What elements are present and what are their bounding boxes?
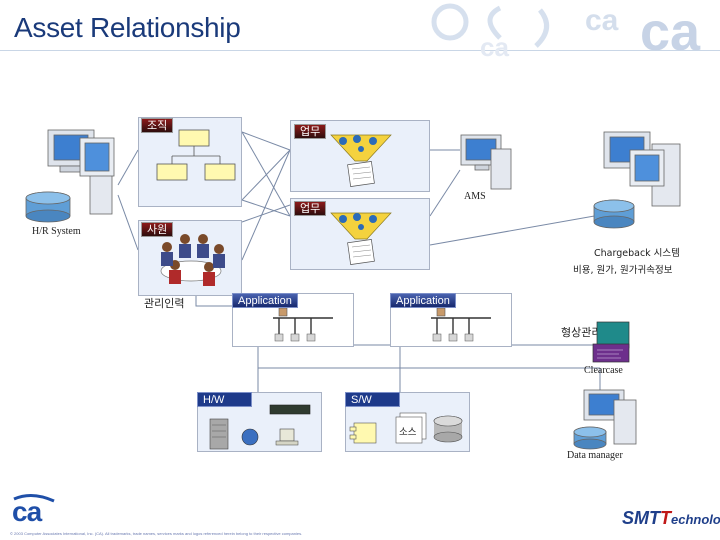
work-funnel-graphic [330,134,392,187]
org-tag: 조직 [141,118,174,133]
ca-logo-icon [13,494,55,503]
clearcase-monitor-icon [592,321,630,363]
source-label: 소스 [399,427,417,438]
smt-logo-t-mark: T [660,508,671,528]
smt-logo-suffix: echnology [671,512,720,527]
smt-logo: SMTTechnology [622,508,720,529]
hr-computer-icon [25,129,115,223]
work-funnel-graphic-2 [330,212,392,265]
watermark-graphic: ca ca ca [431,2,701,62]
chargeback-sub-label: 비용, 원가, 원가귀속정보 [573,265,673,276]
svg-text:ca: ca [640,2,701,62]
sw-tag: S/W [345,392,400,407]
svg-text:ca: ca [585,4,619,37]
footer-copyright: © 2003 Computer Associates International… [10,531,303,536]
software-graphic [349,412,463,444]
chargeback-label: Chargeback 시스템 [594,248,680,259]
ams-computer-icon [460,134,512,190]
data-manager-label: Data manager [567,450,623,461]
page-title: Asset Relationship [14,12,241,43]
title-divider [0,50,720,51]
clearcase-label: Clearcase [584,365,623,376]
mgmt-staff-label: 관리인력 [144,297,185,310]
ca-logo-text: ca [12,496,42,527]
org-chart-graphic [156,129,236,181]
hardware-graphic [209,404,311,450]
watermark-label: ca [690,2,699,11]
staff-people-graphic [160,234,225,286]
chargeback-computer-icon [593,131,681,229]
header-watermark: ca ca ca ca [390,0,720,62]
staff-box [138,220,242,296]
ams-label: AMS [464,191,486,202]
staff-tag: 사원 [141,222,174,237]
app-right-tag: Application [390,293,456,308]
org-box [138,117,242,207]
network-tree-graphic [273,307,333,342]
data-manager-computer-icon [573,389,637,450]
work-mid-tag: 업무 [294,201,327,216]
work-top-tag: 업무 [294,124,327,139]
svg-text:ca: ca [480,32,509,62]
app-left-tag: Application [232,293,298,308]
config-mgmt-label: 형상관리 [561,326,602,339]
network-tree-graphic-2 [431,307,491,342]
work-mid-box [290,198,430,270]
smt-logo-prefix: SMT [622,508,660,528]
hr-system-label: H/R System [32,226,81,237]
hw-tag: H/W [197,392,252,407]
